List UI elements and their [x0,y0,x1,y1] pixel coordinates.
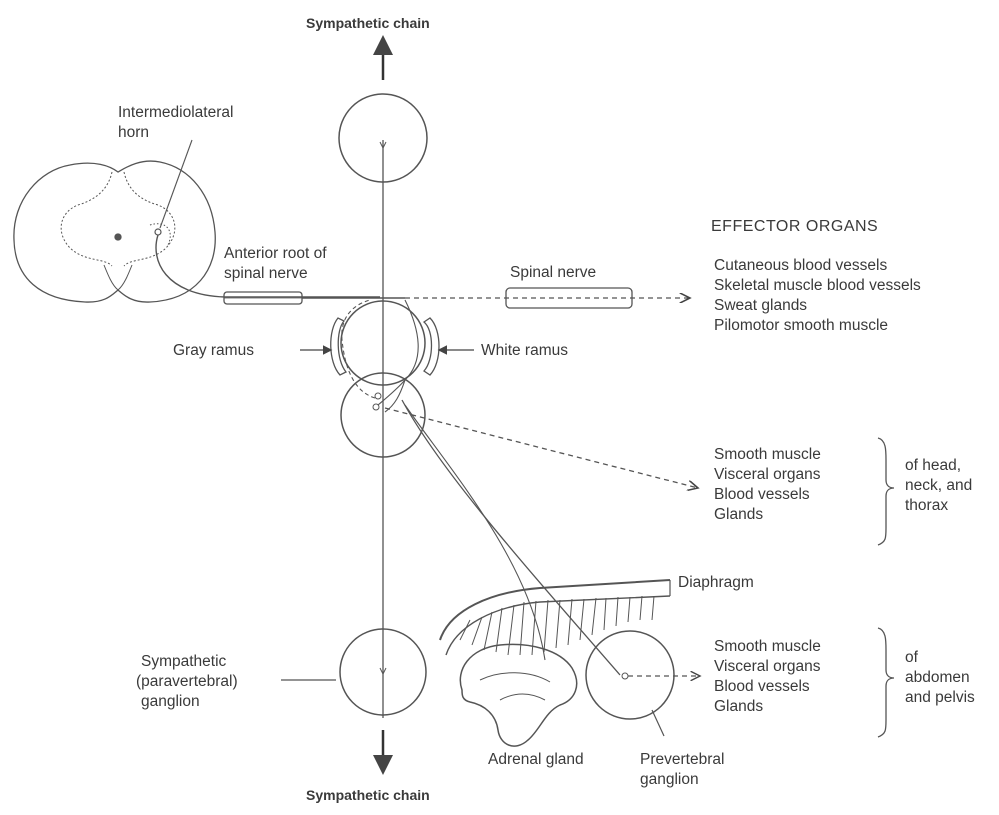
intermediolateral-label: Intermediolateral [118,103,233,122]
effector-item: Visceral organs [714,465,821,485]
spinal-nerve-label-2: spinal nerve [224,264,308,283]
region-line: neck, and [905,476,972,496]
white-ramus-label: White ramus [481,341,568,360]
region-line: of [905,648,975,668]
effector-item: Skeletal muscle blood vessels [714,276,921,296]
spinal-nerve-label: Spinal nerve [510,263,596,282]
region-line: and pelvis [905,688,975,708]
prevertebral-pointer [652,710,664,736]
effector-item: Smooth muscle [714,637,821,657]
effector-item: Visceral organs [714,657,821,677]
bracket-thorax [878,438,894,545]
sympathetic-chain-top-label: Sympathetic chain [306,14,430,33]
diaphragm [440,580,670,655]
thorax-region-label: of head, neck, and thorax [905,456,972,516]
adrenal-gland-label: Adrenal gland [488,750,584,769]
paravertebral-label-2: (paravertebral) [136,672,238,691]
region-line: thorax [905,496,972,516]
prevertebral-label-2: ganglion [640,770,699,789]
effector-organs-header: EFFECTOR ORGANS [711,217,878,236]
prevertebral-label-1: Prevertebral [640,750,724,769]
region-line: abdomen [905,668,975,688]
thorax-effector-list: Smooth muscle Visceral organs Blood vess… [714,445,821,525]
sympathetic-chain-bottom-label: Sympathetic chain [306,786,430,805]
ganglion-prevertebral [586,631,674,719]
effector-item: Smooth muscle [714,445,821,465]
region-line: of head, [905,456,972,476]
horn-label: horn [118,123,149,142]
gray-ramus-label: Gray ramus [173,341,254,360]
diaphragm-label: Diaphragm [678,573,754,592]
anterior-root-label: Anterior root of [224,244,327,263]
effector-item: Blood vessels [714,485,821,505]
abdomen-region-label: of abdomen and pelvis [905,648,975,708]
paravertebral-label-1: Sympathetic [141,652,226,671]
spinal-cord-cross-section [14,161,215,302]
paravertebral-label-3: ganglion [141,692,200,711]
effector-item: Blood vessels [714,677,821,697]
neuron-cell-body [155,229,161,235]
cutaneous-effector-list: Cutaneous blood vessels Skeletal muscle … [714,256,921,336]
bracket-abdomen [878,628,894,737]
white-ramus [424,318,439,375]
abdomen-effector-list: Smooth muscle Visceral organs Blood vess… [714,637,821,717]
adrenal-gland [460,644,576,746]
effector-item: Cutaneous blood vessels [714,256,921,276]
effector-item: Glands [714,697,821,717]
intermediolateral-pointer [160,140,192,228]
effector-item: Sweat glands [714,296,921,316]
effector-item: Pilomotor smooth muscle [714,316,921,336]
effector-item: Glands [714,505,821,525]
